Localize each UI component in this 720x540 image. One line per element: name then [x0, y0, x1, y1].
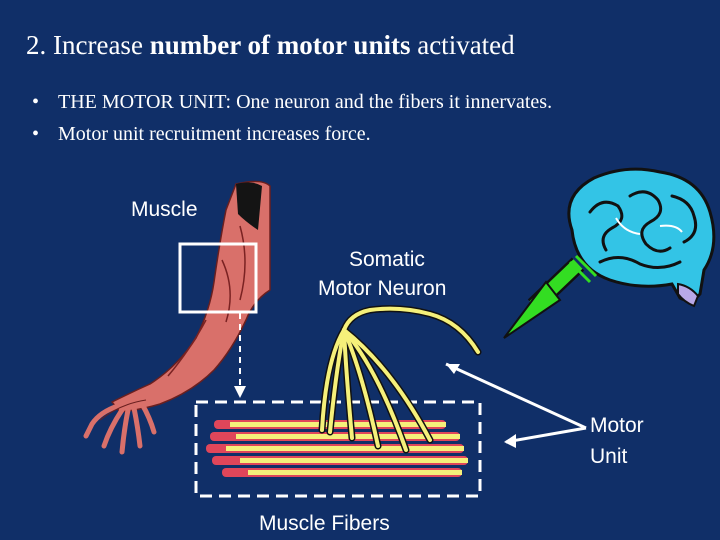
- bullet-marker: •: [32, 123, 40, 145]
- title-bold: number of motor units: [149, 30, 411, 60]
- neuron-axon: [320, 306, 480, 452]
- bullet-marker: •: [32, 91, 40, 113]
- bullet-item: • Motor unit recruitment increases force.: [32, 118, 552, 150]
- title-suffix: activated: [410, 30, 515, 60]
- brain-illustration: [567, 167, 716, 308]
- somatic-label: Somatic: [349, 248, 425, 271]
- bullet-list: • THE MOTOR UNIT: One neuron and the fibe…: [32, 86, 552, 150]
- motor-label: Motor: [590, 414, 644, 437]
- muscle-fiber: [248, 470, 462, 475]
- brain-signal-arrow: [503, 254, 598, 339]
- connector-arrowhead: [234, 386, 246, 398]
- slide-title: 2. Increase number of motor units activa…: [26, 30, 515, 61]
- muscle-fiber: [240, 458, 468, 463]
- muscle-fiber: [226, 446, 464, 451]
- bullet-text: THE MOTOR UNIT: One neuron and the fiber…: [58, 91, 553, 113]
- bullet-item: • THE MOTOR UNIT: One neuron and the fibe…: [32, 86, 552, 118]
- muscle-label: Muscle: [131, 198, 198, 221]
- muscle-highlight-box: [178, 242, 258, 314]
- motor-unit-box: [194, 400, 482, 498]
- muscle-fiber: [236, 434, 460, 439]
- muscle-fiber: [230, 422, 446, 427]
- motor-neuron-label: Motor Neuron: [318, 277, 447, 300]
- bullet-text: Motor unit recruitment increases force.: [58, 123, 371, 145]
- title-prefix: 2. Increase: [26, 30, 150, 60]
- unit-label: Unit: [590, 445, 628, 468]
- motor-unit-pointer: [445, 362, 587, 448]
- muscle-fibers: [206, 420, 468, 477]
- muscle-fibers-label: Muscle Fibers: [259, 512, 390, 535]
